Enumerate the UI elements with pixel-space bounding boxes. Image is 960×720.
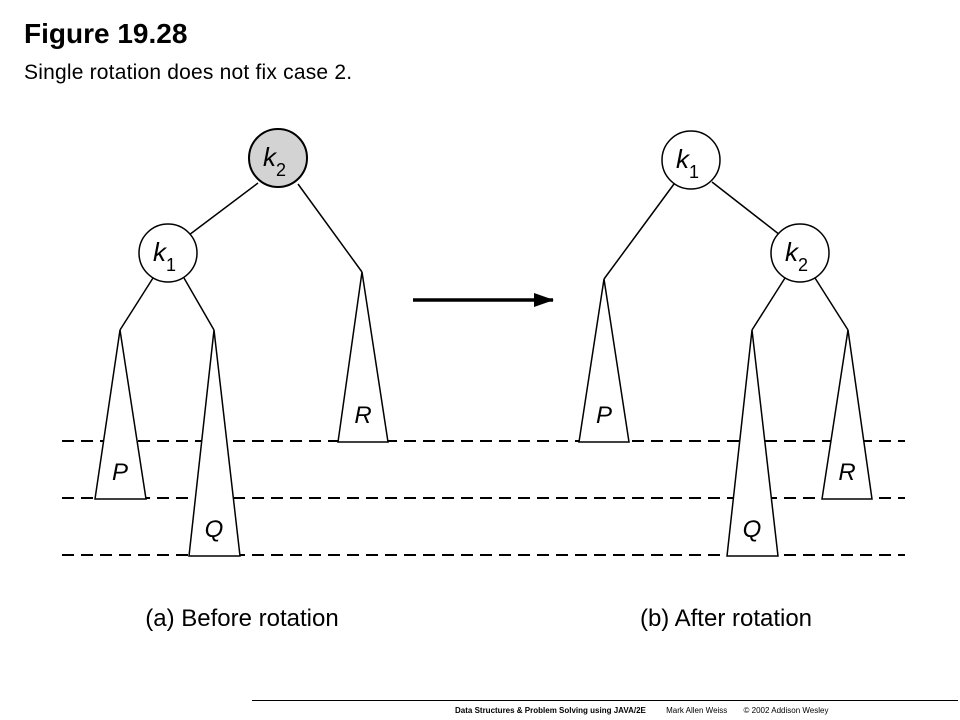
node-k2-before (248, 128, 308, 188)
subtree-q-after (726, 329, 779, 557)
subtree-q-before-label: Q (205, 516, 224, 543)
caption-after: (b) After rotation (640, 605, 812, 632)
subtree-r-after (821, 329, 873, 500)
edge-k2-k1 (188, 182, 259, 236)
footer: Data Structures & Problem Solving using … (455, 707, 828, 715)
edge-k1-p-after (603, 183, 675, 280)
node-k2-before-label: k2 (263, 142, 286, 180)
footer-author: Mark Allen Weiss (666, 706, 728, 715)
tree-before-labels: k2 k1 P Q R (112, 142, 372, 543)
edge-k2-r (297, 183, 363, 273)
footer-copyright: © 2002 Addison Wesley (743, 706, 829, 715)
edge-k1-q (183, 277, 215, 331)
subtree-p-before (94, 329, 147, 500)
node-k1-before (138, 223, 198, 283)
subtree-r-before (337, 271, 389, 443)
edge-k1-p (119, 277, 154, 331)
subtree-r-before-label: R (354, 402, 371, 429)
edge-k2-r-after (814, 277, 849, 331)
node-k1-after (661, 130, 721, 190)
subtree-q-before (188, 329, 241, 557)
node-k2-after-label: k2 (785, 237, 808, 275)
subtree-p-before-label: P (112, 459, 128, 486)
figure-caption: Single rotation does not fix case 2. (24, 61, 353, 84)
subtree-r-after-label: R (838, 459, 855, 486)
edge-k1-k2-after (711, 181, 781, 236)
edge-k2-q-after (751, 277, 786, 331)
tree-after (578, 130, 873, 557)
caption-before: (a) Before rotation (145, 605, 338, 632)
subtree-p-after-label: P (596, 402, 612, 429)
subtree-p-after (578, 278, 630, 443)
height-guides (62, 440, 905, 556)
tree-after-labels: k1 k2 P Q R (596, 144, 856, 543)
footer-rule (252, 700, 958, 701)
node-k2-after (770, 223, 830, 283)
subtree-q-after-label: Q (743, 516, 762, 543)
node-k1-after-label: k1 (676, 144, 699, 182)
node-k1-before-label: k1 (153, 237, 176, 275)
figure-title: Figure 19.28 (24, 18, 188, 49)
footer-book-title: Data Structures & Problem Solving using … (455, 706, 646, 715)
tree-before (94, 128, 389, 557)
